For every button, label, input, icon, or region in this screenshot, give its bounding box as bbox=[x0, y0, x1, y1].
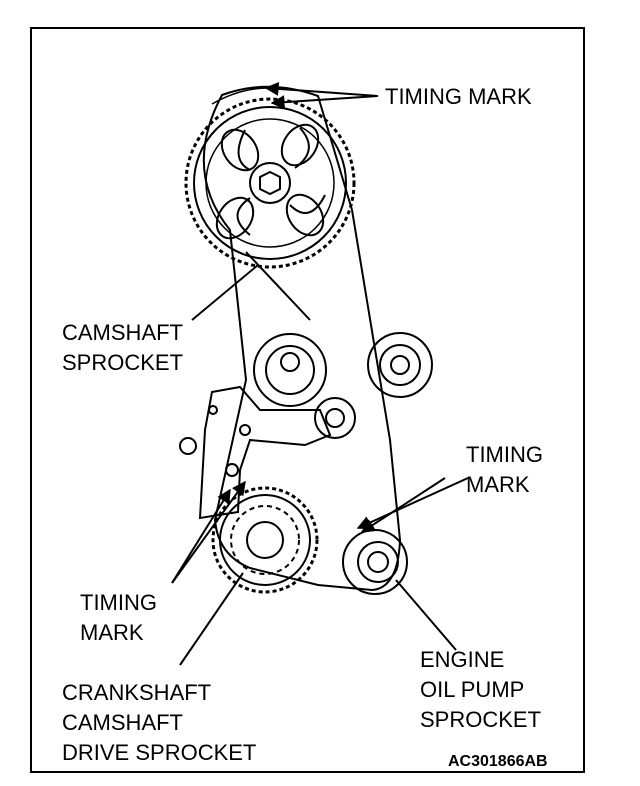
crankshaft-sprocket-label: CRANKSHAFT CAMSHAFT DRIVE SPROCKET bbox=[62, 678, 256, 768]
crankshaft-sprocket bbox=[211, 486, 319, 594]
camshaft-sprocket bbox=[184, 97, 356, 269]
oil-pump-sprocket-label-line-1: ENGINE bbox=[420, 647, 505, 672]
timing-mark-right-label: TIMING MARK bbox=[466, 440, 543, 500]
leader-lines bbox=[171, 264, 469, 666]
timing-mark-left-line-2: MARK bbox=[80, 620, 144, 645]
camshaft-sprocket-label-line-1: CAMSHAFT bbox=[62, 320, 183, 345]
oil-pump-sprocket-label-line-3: SPROCKET bbox=[420, 707, 542, 732]
timing-mark-top-label: TIMING MARK bbox=[385, 84, 532, 109]
tensioner-bracket bbox=[179, 385, 332, 520]
timing-mark-left-label: TIMING MARK bbox=[80, 588, 157, 648]
timing-mark-left-line-1: TIMING bbox=[80, 590, 157, 615]
oil-pump-sprocket bbox=[342, 529, 408, 595]
diagram-frame bbox=[30, 27, 585, 773]
figure-code: AC301866AB bbox=[448, 753, 548, 770]
oil-pump-sprocket-label-line-2: OIL PUMP bbox=[420, 677, 525, 702]
idler-pulleys bbox=[253, 332, 433, 439]
timing-mark-right-line-1: TIMING bbox=[466, 442, 543, 467]
crankshaft-sprocket-label-line-2: CAMSHAFT bbox=[62, 710, 183, 735]
top-timing-mark-arrows bbox=[211, 81, 379, 110]
camshaft-sprocket-label-line-2: SPROCKET bbox=[62, 350, 184, 375]
camshaft-sprocket-label: CAMSHAFT SPROCKET bbox=[62, 318, 183, 378]
timing-mark-right-line-2: MARK bbox=[466, 472, 530, 497]
crankshaft-sprocket-label-line-1: CRANKSHAFT bbox=[62, 680, 212, 705]
oil-pump-sprocket-label: ENGINE OIL PUMP SPROCKET bbox=[420, 645, 541, 735]
crankshaft-sprocket-label-line-3: DRIVE SPROCKET bbox=[62, 740, 257, 765]
